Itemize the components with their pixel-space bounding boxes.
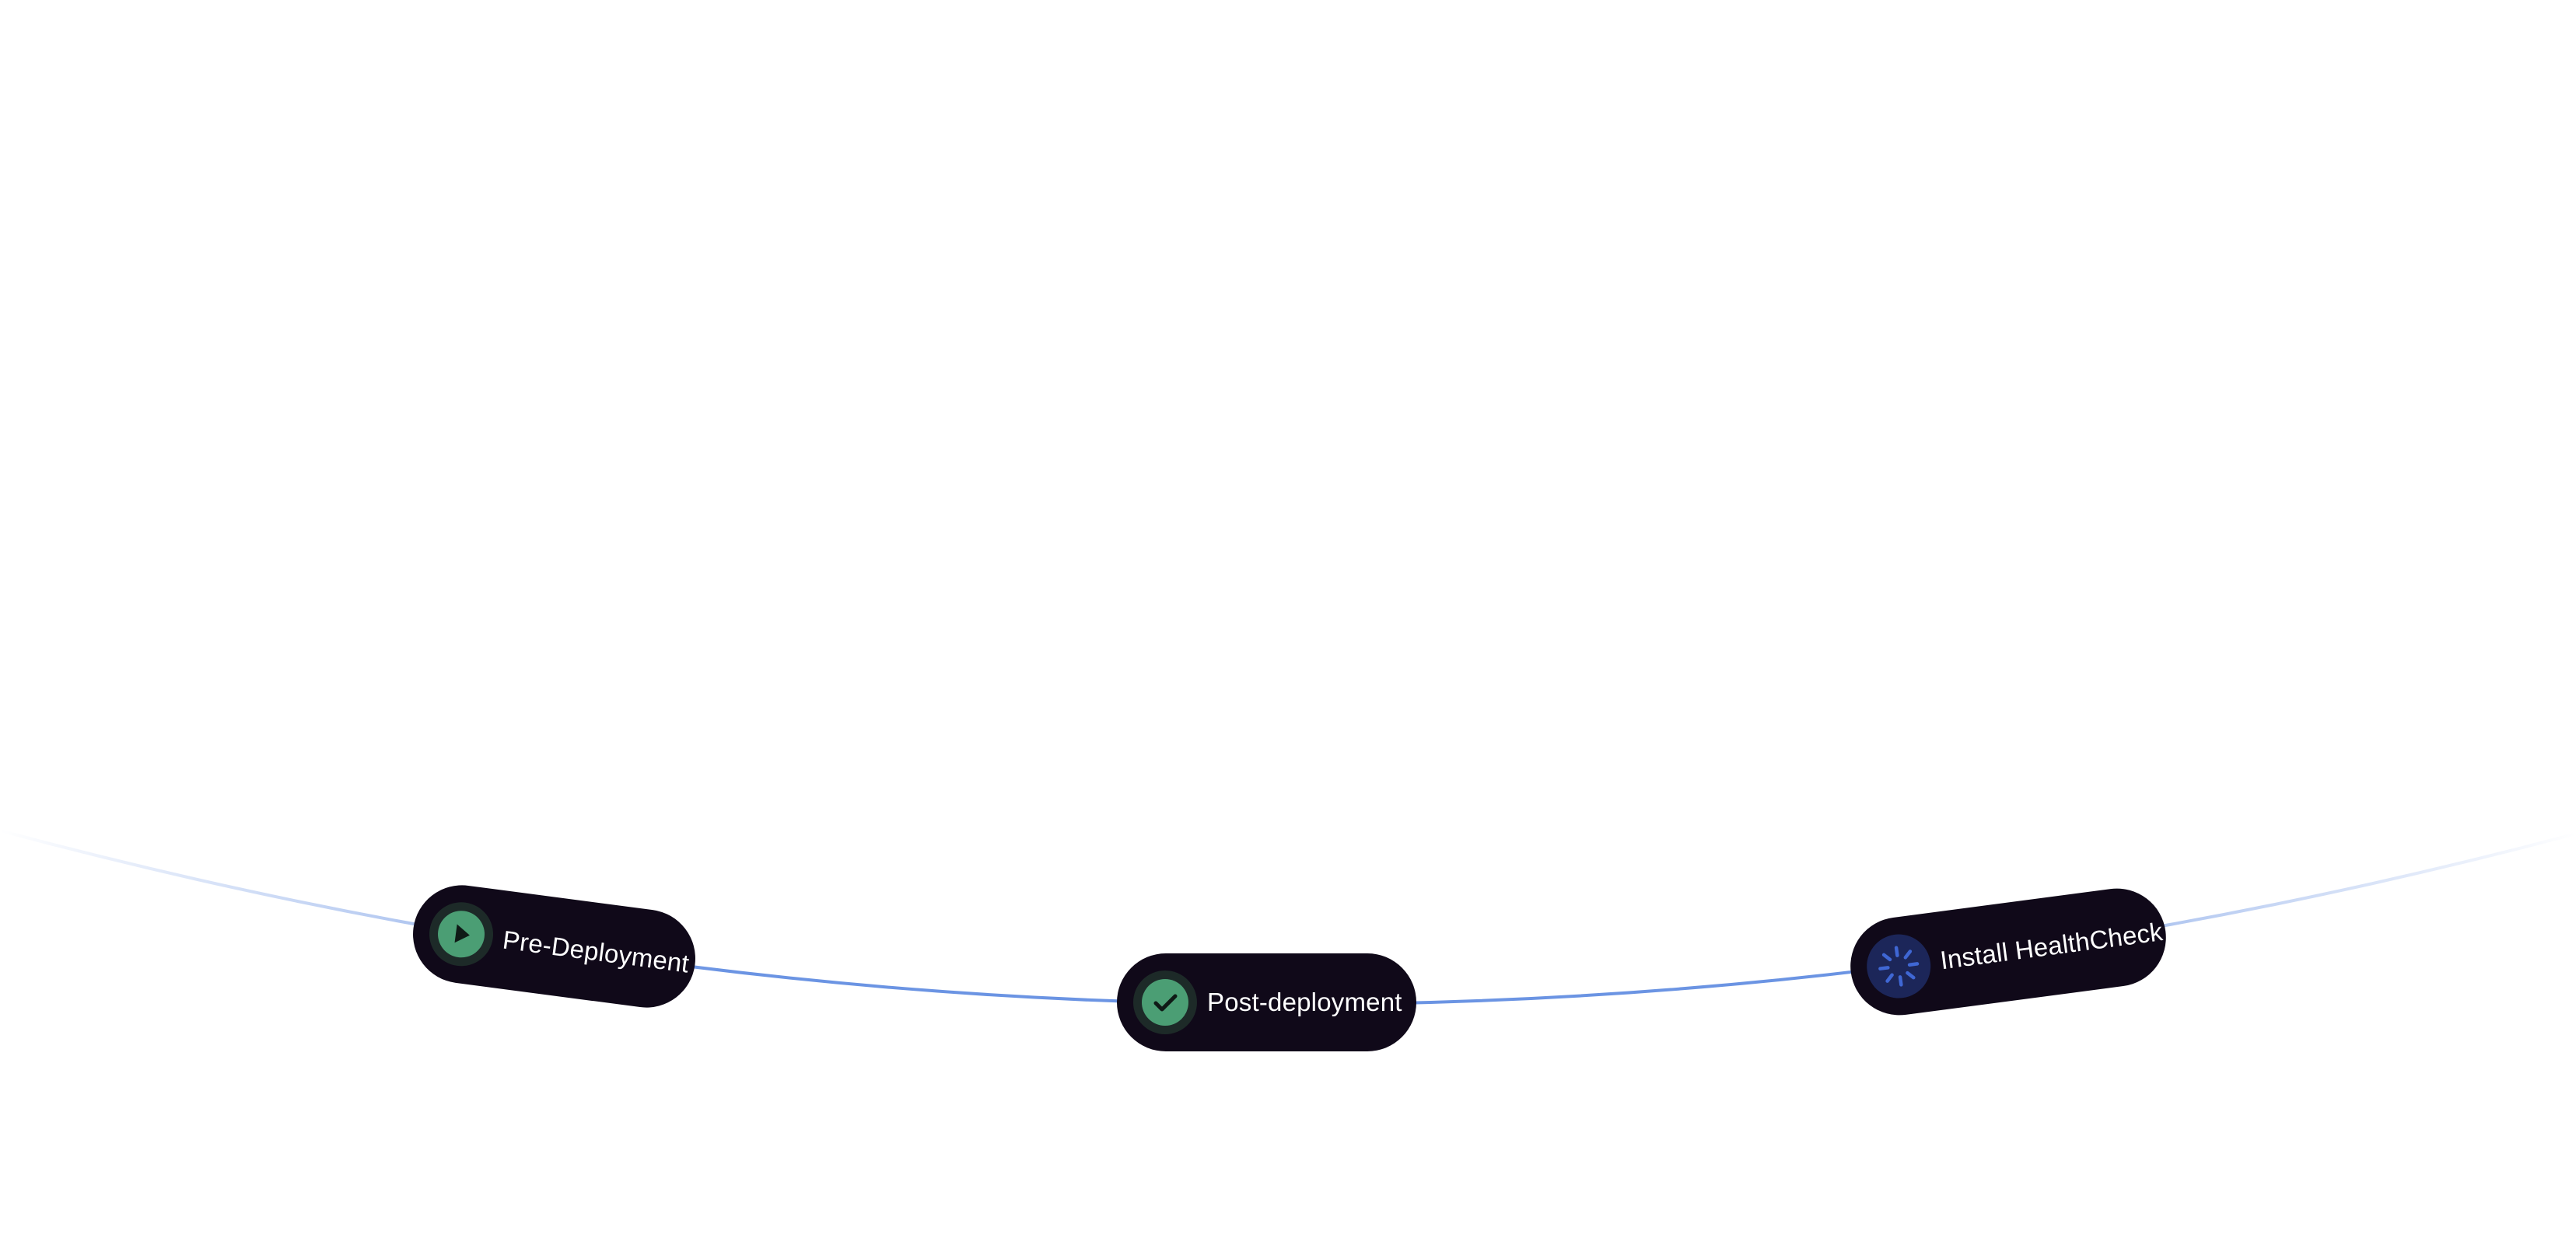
play-icon: [425, 897, 498, 970]
step-pre-deployment[interactable]: Pre-Deployment: [407, 879, 702, 1014]
step-label: Pre-Deployment: [501, 925, 691, 978]
spinner-icon: [1862, 929, 1935, 1002]
check-icon: [1132, 970, 1198, 1035]
step-install-healthcheck[interactable]: Install HealthCheck: [1844, 882, 2172, 1022]
step-label: Post-deployment: [1207, 988, 1402, 1016]
step-label: Install HealthCheck: [1938, 917, 2165, 975]
step-post-deployment[interactable]: Post-deployment: [1117, 953, 1416, 1051]
